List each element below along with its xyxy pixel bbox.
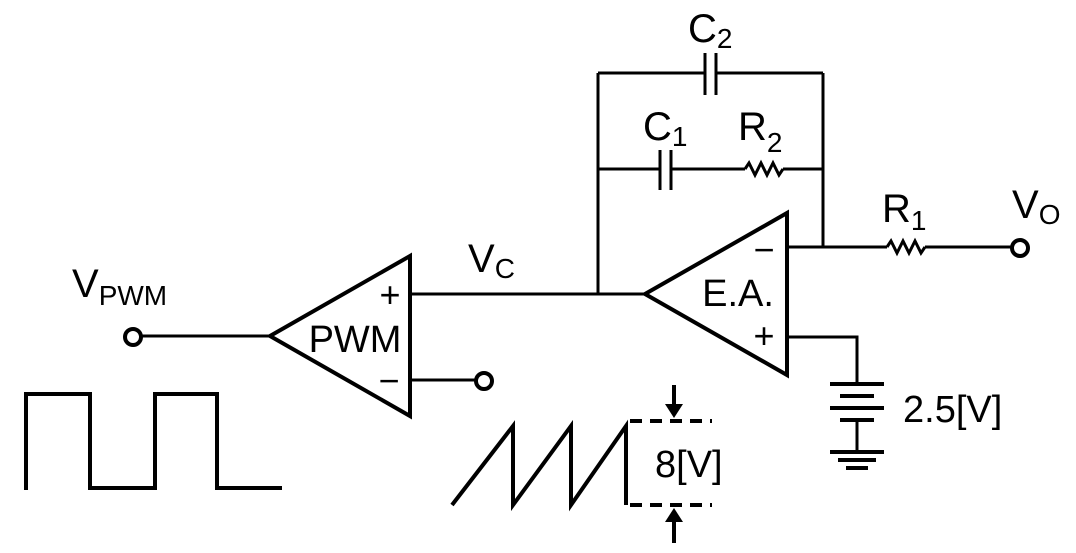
error-amplifier: E.A. − +	[640, 209, 789, 379]
r1-label: R1	[882, 187, 926, 236]
ramp-top-arrow	[665, 385, 683, 418]
pwm-minus-sign: −	[378, 360, 399, 401]
ground-symbol	[830, 450, 884, 470]
r2-label: R2	[738, 105, 782, 158]
pwm-comparator: PWM + −	[265, 252, 412, 420]
r2-resistor	[743, 159, 785, 179]
battery	[830, 382, 884, 452]
pwm-plus-sign: +	[379, 274, 400, 315]
ramp-bottom-arrow	[665, 508, 683, 543]
feedback-network	[596, 53, 825, 294]
c2-capacitor	[703, 53, 718, 95]
sawtooth-wave	[450, 419, 628, 512]
c1-capacitor	[658, 150, 673, 190]
battery-voltage-label: 2.5[V]	[903, 389, 1002, 431]
vc-label: VC	[468, 237, 515, 284]
vpwm-terminal	[123, 327, 143, 347]
vpwm-label: VPWM	[72, 262, 167, 311]
vo-label: VO	[1012, 183, 1060, 230]
c2-label: C2	[688, 7, 732, 54]
c1-label: C1	[643, 105, 687, 152]
ea-label: E.A.	[702, 273, 774, 315]
square-wave	[24, 392, 282, 490]
ea-triangle	[640, 209, 789, 379]
r1-resistor	[885, 237, 927, 257]
pwm-triangle	[265, 252, 412, 420]
ramp-amplitude-label: 8[V]	[655, 444, 723, 486]
ea-plus-sign: +	[753, 315, 774, 356]
ea-minus-sign: −	[753, 229, 774, 270]
ea-plus-wire	[787, 335, 859, 384]
pwm-minus-terminal	[474, 371, 494, 391]
vo-terminal	[1010, 238, 1030, 258]
pwm-label: PWM	[309, 319, 402, 361]
